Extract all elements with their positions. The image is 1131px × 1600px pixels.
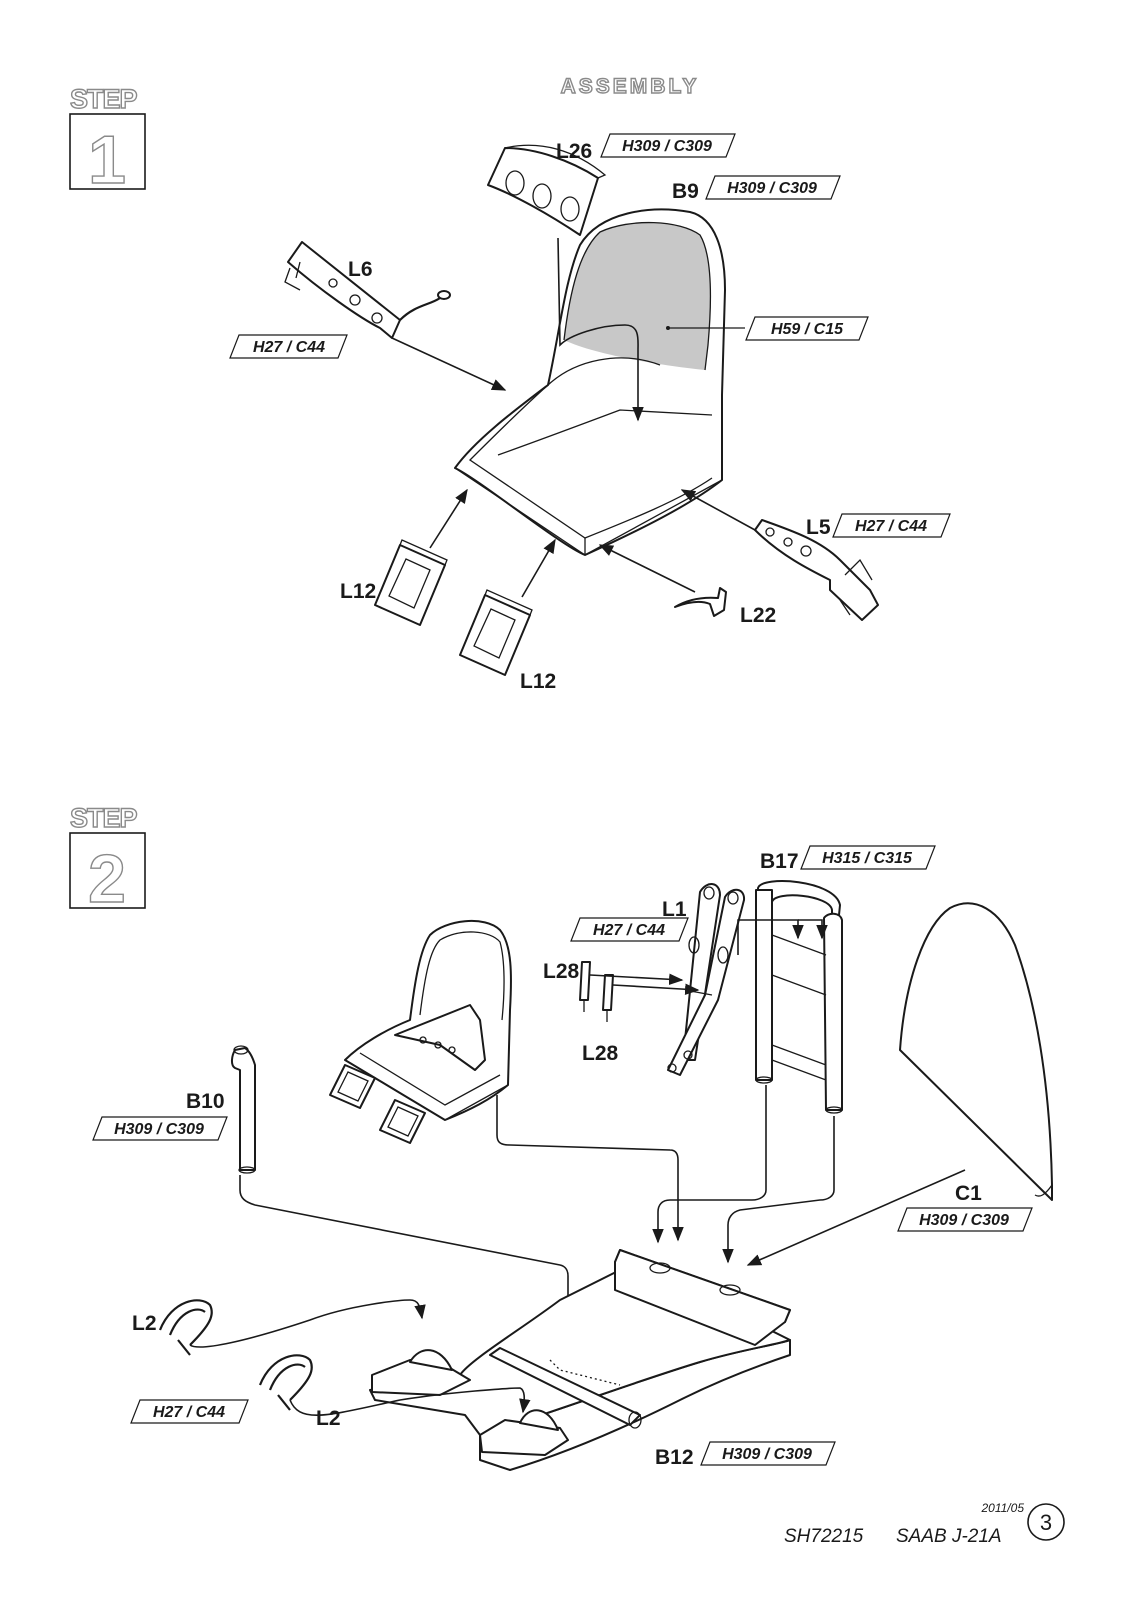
code-l5-text: H27 / C44 — [855, 518, 927, 535]
label-l28-a: L28 — [543, 960, 580, 983]
part-l28-b — [602, 974, 614, 1022]
tube-b10 — [231, 1045, 256, 1174]
code-l2: H27 / C44 — [130, 1399, 249, 1424]
label-b9: B9 — [672, 180, 699, 203]
frame-l12-b — [459, 589, 533, 676]
step-2-number: 2 — [88, 841, 126, 917]
clip-l22 — [674, 587, 727, 617]
label-l2-b: L2 — [316, 1407, 341, 1430]
step-1-badge: STEP 1 — [69, 83, 146, 199]
code-l2-text: H27 / C44 — [153, 1404, 225, 1421]
step-2-badge: STEP 2 — [69, 802, 146, 918]
panel-c1 — [899, 902, 1053, 1201]
label-l28-b: L28 — [582, 1042, 619, 1065]
code-b9-text: H309 / C309 — [727, 180, 817, 197]
step-1-label: STEP — [70, 84, 138, 114]
page-title: ASSEMBLY — [561, 75, 700, 98]
label-l26: L26 — [556, 140, 592, 163]
label-l6: L6 — [348, 258, 373, 281]
label-l5: L5 — [806, 516, 831, 539]
code-l5: H27 / C44 — [832, 513, 951, 538]
loop-l2-a — [158, 1299, 213, 1356]
code-h59-text: H59 / C15 — [771, 321, 844, 338]
code-b17: H315 / C315 — [800, 845, 936, 870]
label-b10: B10 — [186, 1090, 225, 1113]
seat-assembled — [329, 919, 512, 1144]
code-l26-text: H309 / C309 — [622, 138, 712, 155]
label-c1: C1 — [955, 1182, 982, 1205]
panel-l26 — [487, 144, 607, 236]
footer-date: 2011/05 — [981, 1501, 1025, 1515]
label-l12-a: L12 — [340, 580, 376, 603]
seat-b9 — [454, 208, 726, 556]
code-b12-text: H309 / C309 — [722, 1446, 812, 1463]
code-c1: H309 / C309 — [897, 1207, 1033, 1232]
code-l6: H27 / C44 — [229, 334, 348, 359]
code-h59: H59 / C15 — [745, 316, 869, 341]
part-l28-a — [579, 961, 591, 1012]
footer-model: SAAB J-21A — [896, 1526, 1002, 1547]
step-1-box — [69, 113, 146, 190]
step-1-drawing — [284, 144, 879, 676]
step-2-box — [69, 832, 146, 909]
step-1-number: 1 — [88, 122, 126, 198]
footer-product-code: SH72215 — [784, 1526, 864, 1547]
bracket-l6 — [284, 241, 451, 339]
step-2-label: STEP — [70, 803, 138, 833]
label-b17: B17 — [760, 850, 799, 873]
code-c1-text: H309 / C309 — [919, 1212, 1009, 1229]
code-l6-text: H27 / C44 — [253, 339, 325, 356]
label-l22: L22 — [740, 604, 776, 627]
harness-l1 — [667, 883, 746, 1076]
code-b17-text: H315 / C315 — [822, 850, 913, 867]
code-b10: H309 / C309 — [92, 1116, 228, 1141]
step-2-drawing — [158, 880, 1053, 1471]
page-number: 3 — [1040, 1510, 1052, 1535]
frame-l12-a — [374, 539, 448, 626]
frame-b17 — [755, 880, 843, 1114]
code-l26: H309 / C309 — [600, 133, 736, 158]
code-b10-text: H309 / C309 — [114, 1121, 204, 1138]
bracket-l5 — [754, 519, 879, 621]
code-b12: H309 / C309 — [700, 1441, 836, 1466]
loop-l2-b — [258, 1354, 313, 1411]
page-number-circle — [1027, 1503, 1065, 1541]
code-b9: H309 / C309 — [705, 175, 841, 200]
code-l1: H27 / C44 — [570, 917, 689, 942]
label-l1: L1 — [662, 898, 687, 921]
label-l12-b: L12 — [520, 670, 556, 693]
label-l2-a: L2 — [132, 1312, 157, 1335]
label-b12: B12 — [655, 1446, 694, 1469]
code-l1-text: H27 / C44 — [593, 922, 665, 939]
floor-b12 — [369, 1249, 791, 1471]
